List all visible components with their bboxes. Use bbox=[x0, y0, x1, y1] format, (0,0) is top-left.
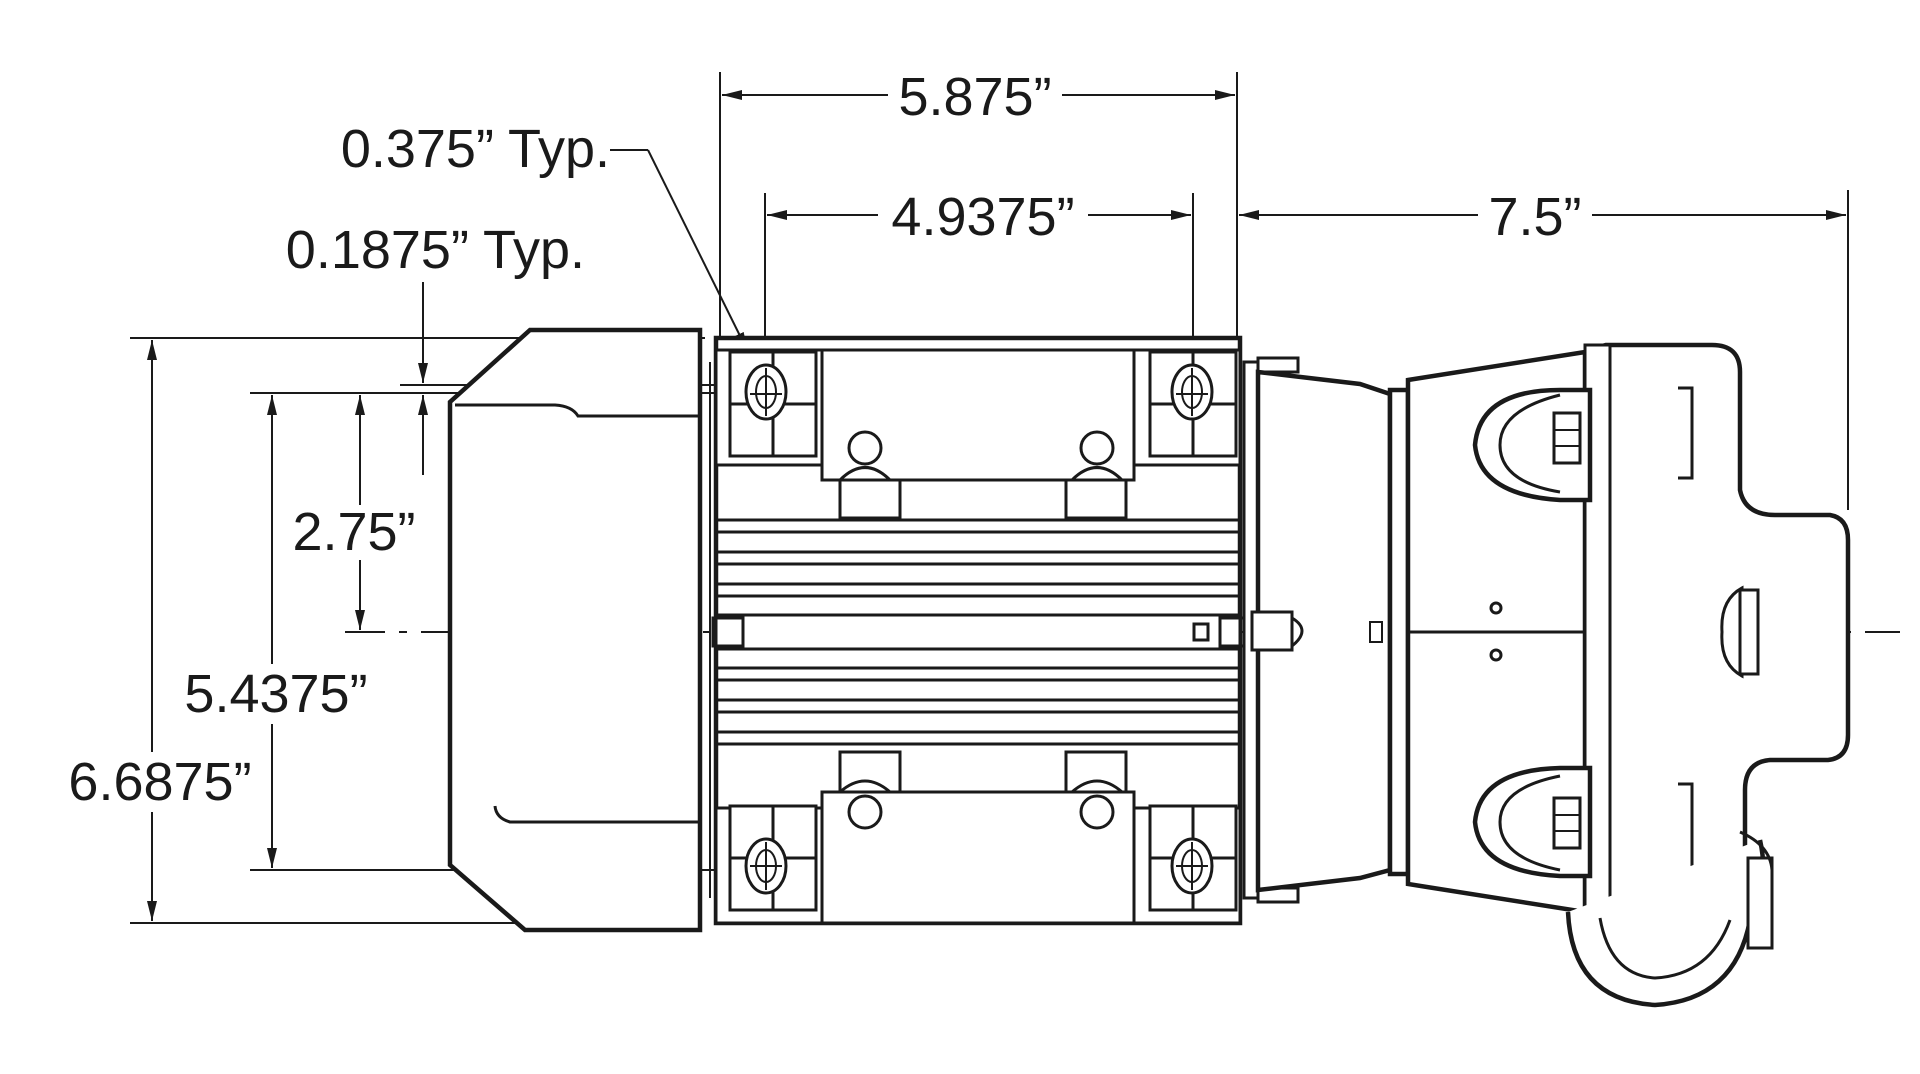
note-slot-offset: 0.1875” Typ. bbox=[286, 220, 585, 280]
dim-pump-end-length: 7.5” bbox=[1488, 187, 1581, 247]
dimension-lines bbox=[147, 90, 1846, 921]
dim-shaft-height: 2.75” bbox=[292, 502, 415, 562]
dim-hole-spacing-width: 4.9375” bbox=[891, 187, 1074, 247]
adapter-flange bbox=[1192, 356, 1411, 904]
mounting-slot-top-right bbox=[1148, 350, 1238, 458]
dim-overall-mount-width: 5.875” bbox=[898, 67, 1051, 127]
mounting-slot-top-left bbox=[728, 350, 818, 458]
dim-overall-height: 6.6875” bbox=[68, 752, 251, 812]
pump-head bbox=[1405, 342, 1851, 1008]
mounting-slot-bottom-left bbox=[728, 804, 818, 912]
cooling-fins bbox=[716, 518, 1240, 746]
motor-body bbox=[711, 335, 1252, 926]
fan-cover bbox=[447, 327, 711, 933]
mounting-slot-bottom-right bbox=[1148, 804, 1238, 912]
note-slot-width: 0.375” Typ. bbox=[341, 119, 610, 179]
dim-hole-spacing-height: 5.4375” bbox=[184, 664, 367, 724]
